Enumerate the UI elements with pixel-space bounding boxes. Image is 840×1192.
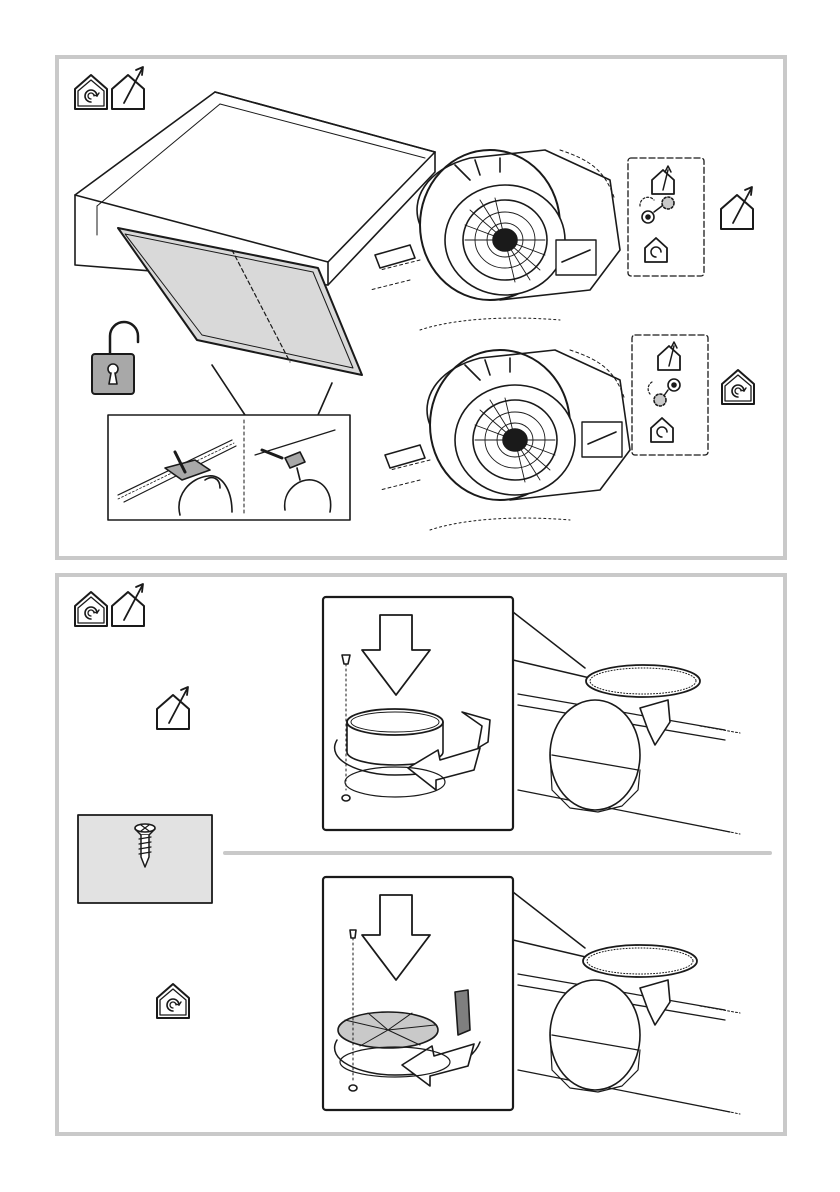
extraction-mode-icon — [112, 584, 144, 626]
extraction-mode-icon — [721, 187, 753, 229]
recirculation-mode-icon — [722, 370, 754, 404]
recirculation-mode-icon — [75, 75, 107, 109]
extraction-flap-selector — [628, 158, 704, 276]
recirculation-flap-selector — [632, 335, 708, 455]
extraction-mode-icon — [112, 67, 144, 109]
recirculation-mode-icon — [157, 984, 189, 1018]
screw-box — [78, 815, 212, 903]
motor-unit-recirculation — [380, 350, 630, 530]
hood-outlet-drawing-2 — [518, 945, 740, 1114]
flap-closed-icon — [648, 379, 680, 406]
recirculation-mode-icon — [75, 592, 107, 626]
recirculation-disc-detail — [323, 877, 590, 1110]
padlock-open-icon — [92, 322, 138, 394]
extraction-mode-icon — [157, 687, 189, 729]
filter-clip-callout — [108, 365, 350, 520]
flap-open-icon — [640, 197, 674, 223]
extraction-ring-detail — [323, 597, 590, 830]
hood-outlet-drawing-1 — [518, 665, 740, 834]
